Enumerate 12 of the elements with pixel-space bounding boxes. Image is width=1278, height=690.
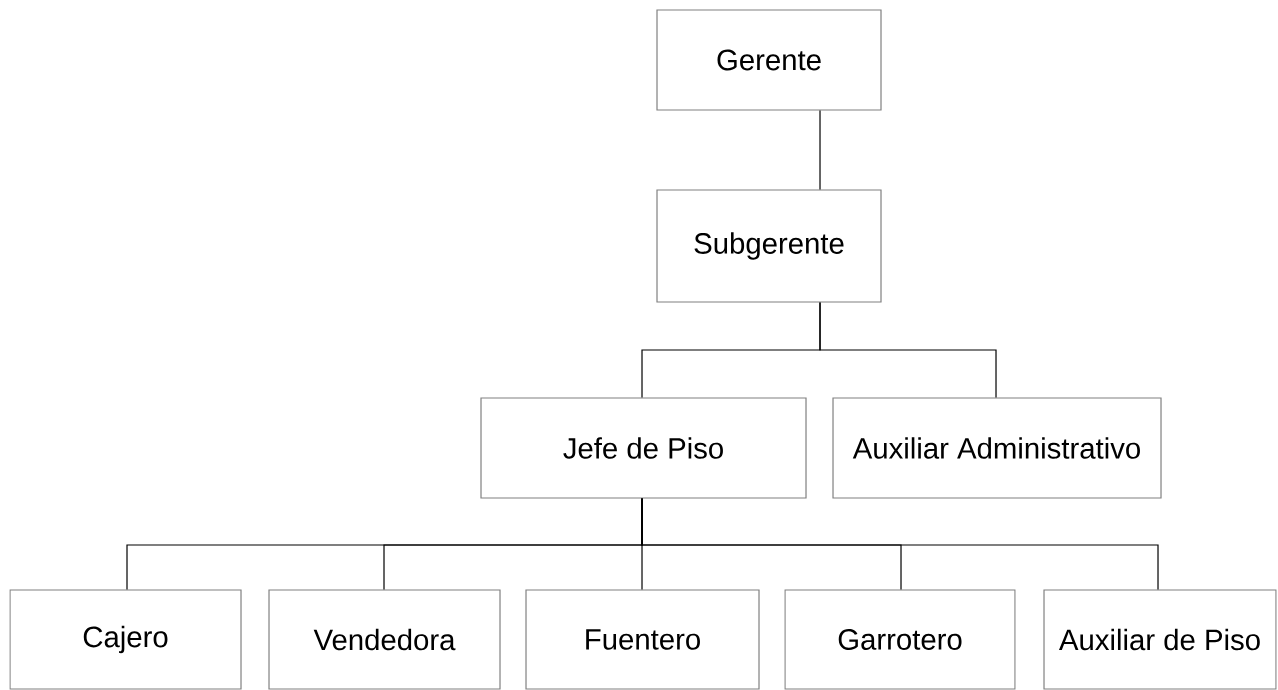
connector [641, 498, 1159, 590]
org-box: Jefe de Piso [480, 397, 807, 499]
connector [819, 302, 997, 398]
org-box: Auxiliar Administrativo [832, 397, 1162, 499]
org-box: Gerente [656, 9, 882, 111]
org-box: Fuentero [525, 589, 760, 690]
org-box: Vendedora [268, 589, 501, 690]
org-box: Subgerente [656, 189, 882, 303]
org-box: Garrotero [784, 589, 1016, 690]
connector [819, 110, 821, 190]
org-box: Auxiliar de Piso [1043, 589, 1277, 690]
org-box: Cajero [9, 589, 242, 690]
